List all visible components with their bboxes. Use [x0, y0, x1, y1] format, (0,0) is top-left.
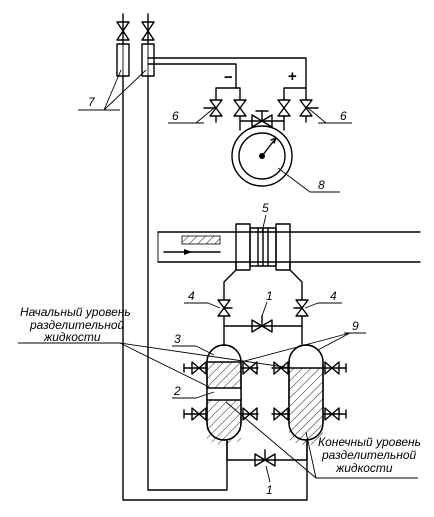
- label-8: 8: [318, 178, 325, 192]
- initial-level-line2: разделительной: [29, 318, 125, 332]
- top-valves: [116, 21, 155, 41]
- label-6-right: 6: [340, 109, 347, 123]
- initial-level-line3: жидкости: [43, 330, 101, 344]
- label-5: 5: [262, 201, 269, 215]
- leader-lines: [18, 69, 418, 483]
- label-1-upper: 1: [266, 289, 273, 303]
- label-4-left: 4: [188, 289, 195, 303]
- equalizing-valve-1-lower: [254, 449, 276, 467]
- initial-level-line1: Начальный уровень: [20, 305, 131, 319]
- left-separating-vessel: [206, 344, 242, 445]
- plus-sign: +: [288, 68, 297, 85]
- equalizing-valve: [251, 110, 273, 128]
- final-level-line2: разделительной: [321, 448, 417, 462]
- condensation-vessels: [116, 13, 155, 77]
- label-3: 3: [174, 332, 181, 346]
- final-level-line1: Конечный уровень: [318, 435, 421, 449]
- manifold-minus-line: [153, 63, 237, 89]
- loop-inner: [147, 75, 228, 491]
- label-1-lower: 1: [266, 483, 273, 497]
- right-separating-vessel: [288, 344, 324, 445]
- minus-sign: −: [224, 69, 233, 86]
- differential-gauge: [231, 125, 293, 187]
- gauge-valves: [203, 99, 319, 117]
- label-7: 7: [88, 95, 96, 109]
- label-4-right: 4: [330, 289, 337, 303]
- main-pipeline: [157, 223, 421, 271]
- manifold-plus-line: [153, 57, 307, 89]
- label-9: 9: [352, 319, 359, 333]
- equalizing-valve-1-upper: [251, 315, 273, 333]
- final-level-line3: жидкости: [335, 461, 393, 475]
- label-6-left: 6: [172, 109, 179, 123]
- vessel-side-valves: [183, 361, 347, 421]
- label-2: 2: [173, 384, 181, 398]
